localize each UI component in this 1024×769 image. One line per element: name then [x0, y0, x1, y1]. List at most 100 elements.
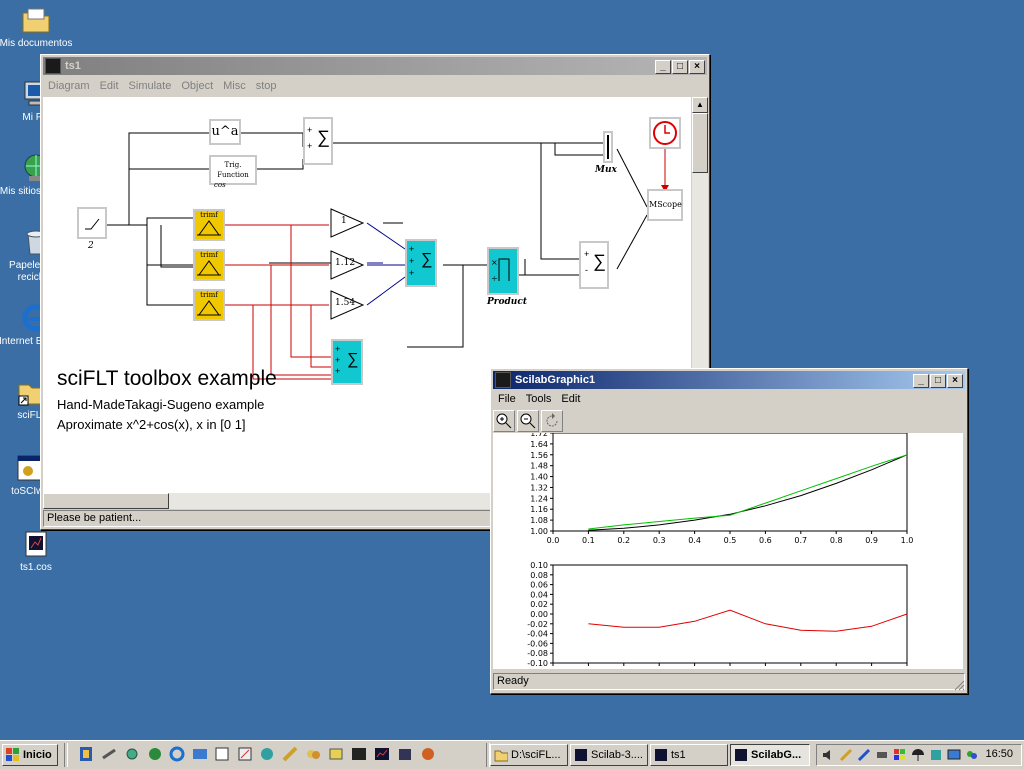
tray-clock[interactable]: 16:50 [985, 748, 1013, 760]
tray-pencil-icon[interactable] [857, 748, 871, 762]
taskbar-button-scilabgraphic[interactable]: ScilabG... [730, 744, 810, 766]
product-block[interactable]: ×÷ [487, 247, 519, 295]
sum-plus: + [584, 249, 590, 259]
rotate-button[interactable] [541, 410, 563, 432]
power-block[interactable]: u^a [209, 119, 241, 145]
ramp-block[interactable] [77, 207, 107, 239]
tray-speaker-icon[interactable] [821, 748, 835, 762]
y-tick-label: -0.02 [527, 620, 548, 629]
tray-umbrella-icon[interactable] [911, 748, 925, 762]
x-tick-label: 0.4 [688, 536, 701, 545]
quicklaunch-box-icon[interactable] [397, 746, 413, 762]
mscope-label: MScope [649, 200, 682, 209]
zoom-out-icon [520, 413, 536, 429]
tray-messenger-icon[interactable] [965, 748, 979, 762]
taskbar-button-ts1[interactable]: ts1 [650, 744, 728, 766]
sg-status-text: Ready [497, 675, 529, 687]
scroll-thumb[interactable] [692, 113, 708, 173]
menu-misc[interactable]: Misc [223, 80, 246, 92]
canvas-line-1: Hand-MadeTakagi-Sugeno example [57, 397, 265, 412]
maximize-button[interactable]: □ [930, 374, 946, 388]
ts1-window-title: ts1 [65, 60, 81, 72]
series-line-1-2 [588, 454, 908, 530]
y-tick-label: 1.56 [530, 451, 548, 460]
taskbar-button-scilab-console[interactable]: Scilab-3.... [570, 744, 648, 766]
menu-edit[interactable]: Edit [99, 80, 119, 92]
x-tick-label: 0.8 [830, 536, 843, 545]
close-button[interactable]: × [947, 374, 963, 388]
zoom-in-button[interactable] [493, 410, 515, 432]
menu-edit[interactable]: Edit [561, 393, 581, 405]
desktop-icon-mis-documentos[interactable]: Mis documentos [0, 4, 74, 50]
zoom-out-button[interactable] [517, 410, 539, 432]
quicklaunch-tool-icon[interactable] [101, 746, 117, 762]
taskbar-button-explorer[interactable]: D:\sciFL... [490, 744, 568, 766]
quicklaunch-document-icon[interactable] [214, 746, 230, 762]
quicklaunch-scilab-icon[interactable] [374, 746, 390, 762]
menu-simulate[interactable]: Simulate [128, 80, 172, 92]
minimize-button[interactable]: _ [655, 60, 671, 74]
diagram-canvas[interactable]: 2 u^a Trig. Function cos + + ∑ trimf tri… [43, 97, 691, 493]
quicklaunch-matlab-icon[interactable] [78, 746, 94, 762]
scilab-app-icon [735, 749, 747, 761]
quicklaunch-settings-icon[interactable] [147, 746, 163, 762]
taskbar-button-label: ts1 [671, 749, 686, 761]
trimf-block-3[interactable]: trimf [193, 289, 225, 321]
quicklaunch-globe-icon[interactable] [259, 746, 275, 762]
menu-diagram[interactable]: Diagram [48, 80, 90, 92]
scroll-up-button[interactable]: ▲ [692, 97, 708, 113]
ts1-titlebar[interactable]: ts1 _ □ × [43, 57, 707, 75]
sum-block-error[interactable]: + - ∑ [579, 241, 609, 289]
quicklaunch-notes-icon[interactable] [328, 746, 344, 762]
tray-network-icon[interactable] [929, 748, 943, 762]
trig-function-block[interactable]: Trig. Function cos [209, 155, 257, 189]
menu-tools[interactable]: Tools [525, 393, 552, 405]
desktop-icon-sciflt[interactable]: sciFLT [0, 376, 70, 422]
sum-sigma: ∑ [421, 251, 433, 268]
desktop-icon-ts1-cos[interactable]: ts1.cos [0, 528, 74, 574]
gain-block-3[interactable]: 1.54 [329, 289, 367, 321]
quicklaunch-media-icon[interactable] [420, 746, 436, 762]
scroll-thumb[interactable] [43, 493, 169, 509]
tray-monitor-icon[interactable] [947, 748, 961, 762]
taskbar-button-label: Scilab-3.... [591, 749, 643, 761]
trimf-label: trimf [200, 291, 218, 299]
quicklaunch-terminal-icon[interactable] [351, 746, 367, 762]
sum-block-weights[interactable]: + + + ∑ [331, 339, 363, 385]
quicklaunch-ie-icon[interactable] [169, 746, 185, 762]
gain-block-1[interactable]: 1 [329, 207, 367, 239]
sg-titlebar[interactable]: ScilabGraphic1 _ □ × [493, 371, 965, 389]
gain-block-2[interactable]: 1.12 [329, 249, 367, 281]
quicklaunch-pen-icon[interactable] [282, 746, 298, 762]
clock-block[interactable] [649, 117, 681, 149]
quicklaunch-people-icon[interactable] [305, 746, 321, 762]
quicklaunch-network-icon[interactable] [192, 746, 208, 762]
trimf-block-2[interactable]: trimf [193, 249, 225, 281]
close-button[interactable]: × [689, 60, 705, 74]
x-tick-label: 0.9 [865, 668, 878, 669]
quicklaunch-gear-icon[interactable] [124, 746, 140, 762]
sum-sigma: ∑ [317, 127, 330, 147]
minimize-button[interactable]: _ [913, 374, 929, 388]
maximize-button[interactable]: □ [672, 60, 688, 74]
sum-sigma: ∑ [347, 351, 359, 368]
tray-tool-icon[interactable] [875, 748, 889, 762]
desktop-icon-label: toSCIwo [11, 486, 49, 497]
menu-object[interactable]: Object [181, 80, 214, 92]
menu-file[interactable]: File [498, 393, 516, 405]
start-button[interactable]: Inicio [2, 744, 58, 766]
sum-block-weighted[interactable]: + + + ∑ [405, 239, 437, 287]
sum-block-top[interactable]: + + ∑ [303, 117, 333, 165]
resize-grip-icon[interactable] [953, 679, 965, 691]
quicklaunch-edit-icon[interactable] [237, 746, 253, 762]
sg-toolbar [493, 410, 963, 434]
sum-sigma: ∑ [593, 251, 606, 271]
tray-pen-icon[interactable] [839, 748, 853, 762]
trimf-block-1[interactable]: trimf [193, 209, 225, 241]
mux-block[interactable] [603, 131, 613, 163]
mscope-block[interactable]: MScope [647, 189, 683, 221]
menu-stop[interactable]: stop [255, 80, 277, 92]
tray-grid-icon[interactable] [893, 748, 907, 762]
